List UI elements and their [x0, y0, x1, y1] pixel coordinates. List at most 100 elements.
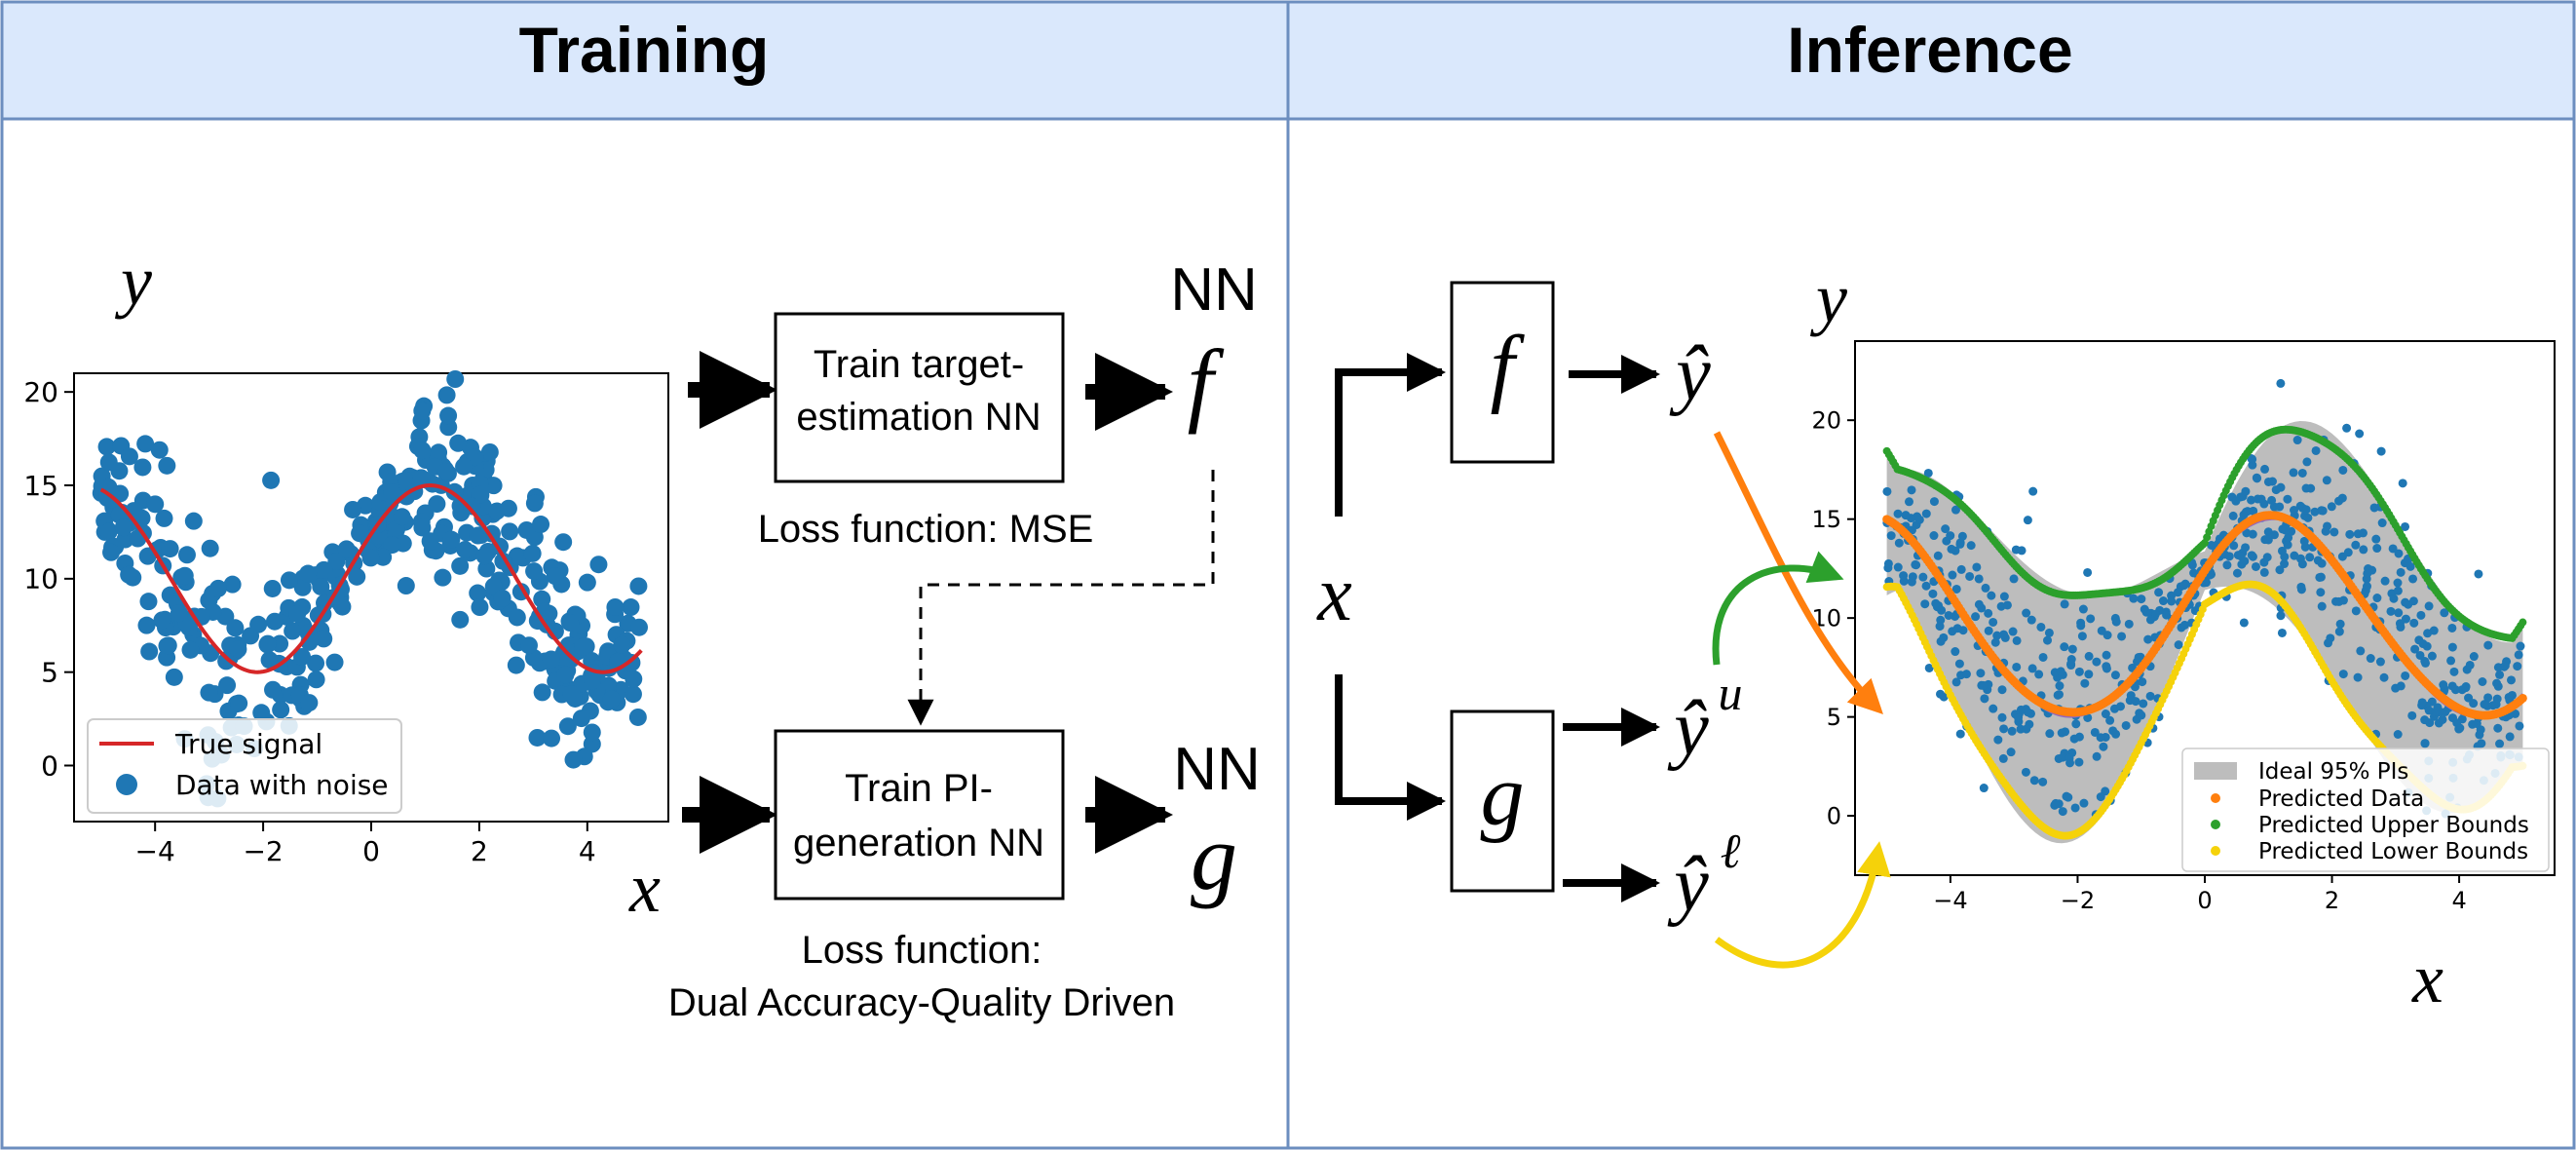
scatter-point: [1979, 680, 1989, 690]
scatter-point: [508, 608, 526, 627]
scatter-point: [574, 637, 592, 656]
scatter-point: [284, 622, 302, 640]
scatter-point: [2084, 651, 2094, 661]
scatter-point: [2099, 742, 2108, 751]
scatter-point: [477, 559, 496, 578]
scatter-point: [430, 443, 448, 462]
scatter-point: [2045, 729, 2055, 739]
scatter-point: [312, 577, 330, 595]
scatter-point: [2222, 560, 2232, 570]
scatter-point: [2043, 635, 2053, 645]
scatter-point: [455, 457, 474, 476]
scatter-point: [2401, 671, 2410, 680]
scatter-point: [137, 616, 156, 634]
scatter-point: [1989, 617, 1998, 627]
scatter-point: [153, 611, 171, 630]
scatter-point: [480, 442, 499, 461]
scatter-point: [2493, 723, 2503, 733]
legend-upper-swatch: [2211, 820, 2220, 829]
scatter-point: [2138, 677, 2147, 687]
scatter-point: [2002, 600, 2012, 610]
scatter-point: [1993, 735, 2003, 745]
scatter-point: [2276, 378, 2286, 388]
scatter-point: [2388, 544, 2398, 554]
scatter-point: [2353, 672, 2363, 682]
scatter-point: [2394, 549, 2404, 558]
scatter-point: [558, 717, 577, 736]
train-pi-box-line2: generation NN: [793, 822, 1044, 864]
scatter-point: [2371, 534, 2381, 544]
scatter-point: [2036, 622, 2046, 632]
scatter-point: [2386, 606, 2396, 616]
scatter-point: [2316, 588, 2326, 597]
inference-panel: [1286, 117, 2576, 1150]
scatter-point: [2454, 724, 2464, 734]
scatter-point: [413, 402, 432, 420]
scatter-point: [397, 577, 415, 595]
scatter-point: [2232, 568, 2242, 578]
scatter-point: [2379, 672, 2389, 682]
scatter-point: [2327, 502, 2336, 512]
scatter-point: [421, 532, 439, 551]
predicted-data: [1882, 511, 2527, 720]
scatter-point: [120, 447, 138, 466]
dashed-connector: [907, 470, 1215, 726]
scatter-point: [562, 685, 581, 704]
inference-g-symbol: g: [1481, 748, 1525, 844]
training-legend: True signal Data with noise: [87, 718, 402, 814]
scatter-point: [2491, 700, 2501, 709]
scatter-point: [1966, 541, 1976, 551]
scatter-point: [2505, 732, 2515, 742]
branch-arrow-to-f: [1335, 353, 1446, 517]
scatter-point: [2111, 617, 2121, 627]
scatter-point: [2247, 495, 2256, 505]
scatter-point: [1882, 486, 1892, 496]
scatter-point: [229, 640, 247, 659]
scatter-point: [2292, 436, 2302, 445]
scatter-point: [2069, 734, 2079, 744]
scatter-point: [226, 619, 245, 637]
scatter-point: [2028, 486, 2038, 496]
y-tick-label: 0: [41, 749, 58, 782]
scatter-point: [528, 612, 547, 631]
scatter-point: [456, 541, 474, 559]
scatter-point: [2280, 552, 2290, 561]
scatter-point: [1980, 694, 1989, 704]
scatter-point: [181, 640, 200, 659]
scatter-point: [1954, 659, 1964, 669]
scatter-point: [2506, 675, 2516, 685]
scatter-point: [2267, 495, 2277, 505]
scatter-point: [2396, 681, 2406, 691]
training-legend-box: [87, 718, 402, 814]
scatter-point: [348, 567, 366, 586]
scatter-point: [442, 530, 461, 549]
scatter-point: [2129, 594, 2139, 603]
scatter-point: [2469, 652, 2479, 662]
scatter-point: [2066, 659, 2076, 669]
scatter-point: [625, 670, 643, 688]
scatter-point: [1998, 753, 2008, 763]
scatter-point: [2394, 608, 2404, 618]
scatter-point: [2060, 599, 2069, 609]
scatter-point: [1936, 636, 1946, 646]
scatter-point: [1999, 724, 2009, 734]
scatter-point: [136, 435, 155, 453]
scatter-point: [629, 577, 648, 595]
scatter-point: [2065, 753, 2074, 763]
scatter-point: [133, 458, 152, 477]
inference-g-box: [1450, 709, 1555, 893]
scatter-point: [1942, 536, 1951, 546]
scatter-point: [2131, 697, 2140, 707]
scatter-point: [307, 671, 325, 689]
scatter-point: [2289, 468, 2298, 478]
scatter-point: [2480, 700, 2489, 709]
scatter-point: [2439, 680, 2448, 690]
scatter-point: [475, 547, 494, 565]
scatter-point: [230, 694, 248, 712]
scatter-point: [2179, 581, 2189, 591]
x-tick-label: −2: [243, 835, 283, 867]
scatter-point: [307, 654, 325, 672]
scatter-point: [2330, 527, 2339, 537]
